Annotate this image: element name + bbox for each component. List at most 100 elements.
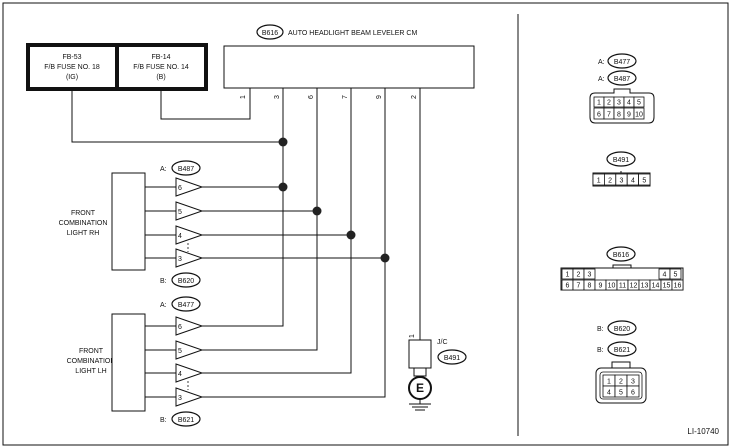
c1-row2-pin-label: 8: [617, 112, 621, 119]
c3-row2-pin-label: 9: [599, 283, 603, 290]
c3-row1-left-pin-label: 1: [566, 272, 570, 279]
c3-row2-pin-label: 6: [566, 283, 570, 290]
light-lh-pin-4: 4: [178, 371, 182, 378]
light-rh-pin-6: 6: [178, 185, 182, 192]
light-lh-line1: FRONT: [79, 348, 104, 355]
module-pin-2: 2: [411, 95, 418, 99]
c2-row1-pin-label: 2: [608, 178, 612, 185]
c2-row1-cell: [638, 173, 651, 186]
c3-row1-left-cell: [583, 268, 596, 280]
front-light-rh: FRONT COMBINATION LIGHT RH A: B487 B: B6…: [59, 160, 204, 288]
c2-tag: B491: [613, 157, 629, 164]
module-pin-7: 7: [342, 95, 349, 99]
fuse-1-line1: FB-53: [62, 54, 81, 61]
c4-row1-pin-label: 2: [619, 379, 623, 386]
c1-prefix-a: A:: [598, 59, 605, 66]
c4-row2-pin-label: 4: [607, 390, 611, 397]
c1-row1-pin-label: 4: [627, 100, 631, 107]
c1-row2-cell: [633, 107, 645, 120]
c1-tag-a: B477: [614, 59, 630, 66]
c1-row1-pin-label: 3: [617, 100, 621, 107]
c2-row1-pin-label: 3: [620, 178, 624, 185]
c4-row2-pin-label: 6: [631, 390, 635, 397]
c4-row1-pin-label: 1: [607, 379, 611, 386]
light-lh-line3: LIGHT LH: [75, 368, 106, 375]
c3-row1-right-cell: [669, 268, 682, 280]
module-pin-6: 6: [308, 95, 315, 99]
figure-id: LI-10740: [687, 427, 719, 436]
c3-row2-pin-label: 8: [588, 283, 592, 290]
fuse-2-line2: F/B FUSE NO. 14: [133, 64, 189, 71]
light-rh-line2: COMBINATION: [59, 220, 108, 227]
light-lh-tag-b: B621: [178, 417, 194, 424]
c2-row1-pin-label: 1: [597, 178, 601, 185]
c1-prefix-b: A:: [598, 76, 605, 83]
c4-tag-a: B620: [614, 326, 630, 333]
light-rh-prefix-a: A:: [160, 166, 167, 173]
fuse-1-line3: (IG): [66, 74, 78, 81]
light-rh-pin-5: 5: [178, 209, 182, 216]
c3-row2-pin-label: 10: [608, 283, 616, 290]
c1-row2-pin-label: 6: [597, 112, 601, 119]
light-lh-prefix-b: B:: [160, 417, 167, 424]
joint-connector: 1 J/C B491 E: [408, 334, 467, 411]
c3-row2-pin-label: 11: [619, 283, 626, 290]
c1-row2-pin-label: 7: [607, 112, 611, 119]
c1-row2-pin-label: 10: [635, 112, 643, 119]
c4-tag-b: B621: [614, 347, 630, 354]
fuse-1-line2: F/B FUSE NO. 18: [44, 64, 100, 71]
c4-prefix-a: B:: [597, 326, 604, 333]
c2-row1-pin-label: 4: [631, 178, 635, 185]
c4-prefix-b: B:: [597, 347, 604, 354]
module-pin-3: 3: [274, 95, 281, 99]
light-rh-pin-3: 3: [178, 256, 182, 263]
c3-row1-right-pin-label: 5: [674, 272, 678, 279]
c1-row1-pin-label: 2: [607, 100, 611, 107]
module-tag: B616: [262, 30, 278, 37]
light-lh-pin-3: 3: [178, 395, 182, 402]
c1-row1-pin-label: 5: [637, 100, 641, 107]
ground-symbol: E: [416, 381, 424, 395]
c3-row2-pin-label: 16: [674, 283, 682, 290]
junction-dots: [278, 137, 390, 263]
c4-row2-pin-label: 5: [619, 390, 623, 397]
fuse-box: FB-53 F/B FUSE NO. 18 (IG) FB-14 F/B FUS…: [26, 43, 208, 91]
jc-tag: B491: [444, 355, 460, 362]
front-light-lh: FRONT COMBINATION LIGHT LH A: B477 B: B6…: [67, 296, 204, 427]
c3-row2-cell: [671, 279, 684, 291]
fuse-2-line3: (B): [156, 74, 165, 81]
module-pin-1: 1: [240, 95, 247, 99]
c1-row1-pin-label: 1: [597, 100, 601, 107]
jc-label: J/C: [437, 339, 448, 346]
light-lh-prefix-a: A:: [160, 302, 167, 309]
control-module: B616 AUTO HEADLIGHT BEAM LEVELER CM 1 3 …: [223, 24, 475, 99]
light-lh-line2: COMBINATION: [67, 358, 116, 365]
jc-pin: 1: [409, 334, 416, 338]
c2-row1-pin-label: 5: [642, 178, 646, 185]
light-lh-pin-6: 6: [178, 324, 182, 331]
light-rh-tag-b: B620: [178, 278, 194, 285]
c1-tag-b: B487: [614, 76, 630, 83]
c4-row2-cell: [626, 385, 640, 398]
light-rh-tag-a: B487: [178, 166, 194, 173]
c3-row1-left-pin-label: 3: [588, 272, 592, 279]
c3-tag: B616: [613, 252, 629, 259]
module-pin-9: 9: [376, 95, 383, 99]
c3-row2-pin-label: 7: [577, 283, 581, 290]
light-rh-line1: FRONT: [71, 210, 96, 217]
c3-row1-left-pin-label: 2: [577, 272, 581, 279]
c3-row2-pin-label: 12: [630, 283, 638, 290]
fuse-2-line1: FB-14: [151, 54, 170, 61]
c3-row2-pin-label: 13: [641, 283, 649, 290]
c3-row2-pin-label: 14: [652, 283, 660, 290]
light-rh-prefix-b: B:: [160, 278, 167, 285]
module-title: AUTO HEADLIGHT BEAM LEVELER CM: [288, 30, 417, 37]
light-lh-pin-5: 5: [178, 348, 182, 355]
c1-row2-pin-label: 9: [627, 112, 631, 119]
